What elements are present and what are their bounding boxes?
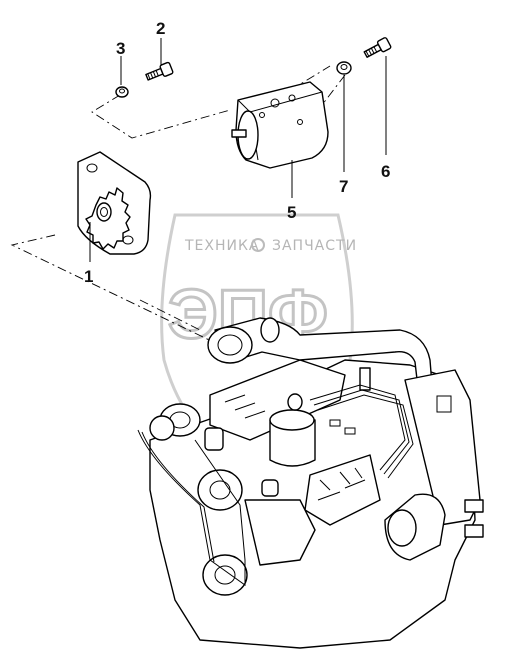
watermark-gear-icon (251, 238, 265, 252)
part-hydraulic-pump (231, 81, 329, 169)
part-washer (115, 86, 129, 98)
engine-assembly (137, 317, 484, 649)
callouts: 3 2 6 7 5 1 (84, 19, 390, 286)
label-part-5: 5 (287, 203, 296, 222)
watermark-left-word: ТЕХНИКА (184, 238, 260, 254)
part-bolt-6 (363, 37, 392, 58)
injection-pump (304, 454, 381, 526)
oil-filter (269, 419, 316, 467)
part-nut-7 (336, 61, 352, 75)
label-part-1: 1 (84, 267, 93, 286)
assembly-line-gear (10, 234, 231, 351)
pump-body (235, 81, 329, 169)
part-bolt-2 (145, 61, 174, 81)
assembly-line-washer (91, 94, 231, 139)
assembly-line-flange (139, 299, 201, 331)
watermark-right-word: ЗАПЧАСТИ (272, 238, 357, 254)
label-part-2: 2 (156, 19, 165, 38)
assembly-line-nut (321, 74, 346, 106)
label-part-3: 3 (116, 39, 125, 58)
alternator-pulley (197, 469, 243, 511)
label-part-6: 6 (381, 162, 390, 181)
label-part-7: 7 (339, 177, 348, 196)
drive-belt (137, 429, 246, 586)
crank-pulley (202, 554, 248, 596)
pump-shaft (231, 129, 247, 138)
part-flange-gear (77, 151, 152, 255)
